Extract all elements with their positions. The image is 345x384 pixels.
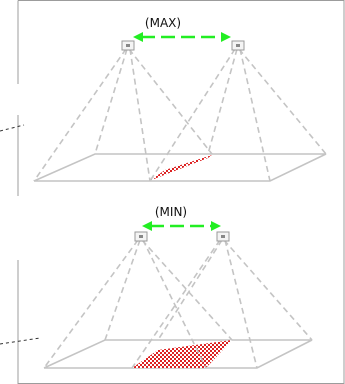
panel-min: (MIN) (43, 205, 313, 369)
sensor-left-max (121, 40, 135, 51)
coverage-cone-left-min (43, 239, 233, 369)
floor-plane-max (33, 153, 327, 182)
panel-label-max: (MAX) (145, 16, 181, 30)
panel-max: (MAX) (33, 16, 327, 182)
spacing-arrow-min (142, 221, 221, 231)
coverage-cone-right-max (149, 48, 327, 182)
coverage-cone-left-max (33, 48, 213, 182)
overlap-area-min (132, 340, 232, 368)
diagram-frame (17, 0, 345, 384)
leader-line-top (0, 124, 25, 132)
sensor-left-min (134, 231, 148, 242)
spacing-arrow-max (133, 32, 231, 42)
panel-label-min: (MIN) (155, 205, 187, 219)
coverage-cone-right-min (131, 239, 313, 369)
sensor-right-max (231, 40, 245, 51)
overlap-area-max (149, 155, 212, 181)
sensor-right-min (216, 231, 230, 242)
leader-line-bottom (0, 337, 41, 345)
